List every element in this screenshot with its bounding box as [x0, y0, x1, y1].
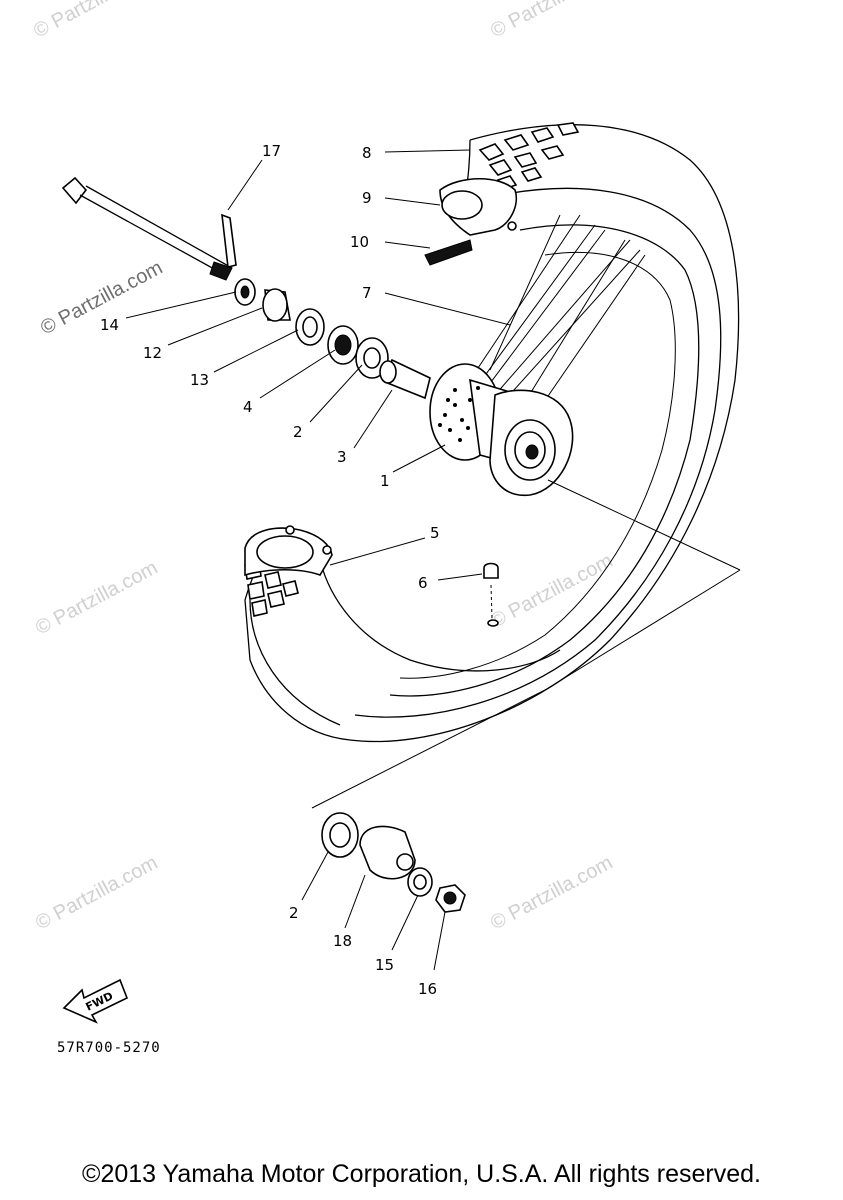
- axle-components: [234, 278, 431, 400]
- alignment-lines: [311, 479, 741, 809]
- callout-2-lower[interactable]: 2: [289, 904, 299, 922]
- watermark: © Partzilla.com: [30, 0, 159, 42]
- lower-components: [321, 812, 466, 913]
- callout-2[interactable]: 2: [293, 423, 303, 441]
- watermark: © Partzilla.com: [487, 0, 616, 42]
- callout-6[interactable]: 6: [418, 574, 428, 592]
- copyright-notice: ©2013 Yamaha Motor Corporation, U.S.A. A…: [82, 1160, 761, 1188]
- callout-18[interactable]: 18: [333, 932, 352, 950]
- leader-lines: [125, 149, 511, 971]
- callout-1[interactable]: 1: [380, 472, 390, 490]
- watermark: © Partzilla.com: [32, 852, 161, 935]
- watermark: © Partzilla.com: [32, 557, 161, 640]
- callout-17[interactable]: 17: [262, 142, 281, 160]
- callout-14[interactable]: 14: [100, 316, 119, 334]
- watermark: © Partzilla.com: [487, 550, 616, 633]
- callout-9[interactable]: 9: [362, 189, 372, 207]
- callout-5[interactable]: 5: [430, 524, 440, 542]
- valve-cap: [483, 562, 499, 627]
- callout-8[interactable]: 8: [362, 144, 372, 162]
- spokes: [469, 214, 646, 416]
- callout-16[interactable]: 16: [418, 980, 437, 998]
- disc-holes: [438, 386, 480, 442]
- callout-13[interactable]: 13: [190, 371, 209, 389]
- fwd-arrow-icon: FWD: [62, 978, 129, 1024]
- rim: [244, 525, 333, 577]
- diagram-code: 57R700-5270: [57, 1040, 161, 1056]
- hub: [429, 363, 574, 497]
- callouts: 17 8 9 10 7 14 12 13 4 2 3 1 5 6 2 18 15…: [100, 142, 440, 998]
- tread-top: [478, 122, 580, 190]
- watermark: © Partzilla.com: [487, 852, 616, 935]
- callout-7[interactable]: 7: [362, 284, 372, 302]
- callout-15[interactable]: 15: [375, 956, 394, 974]
- callout-3[interactable]: 3: [337, 448, 347, 466]
- callout-10[interactable]: 10: [350, 233, 369, 251]
- tube-section: [424, 177, 517, 266]
- callout-4[interactable]: 4: [243, 398, 253, 416]
- callout-12[interactable]: 12: [143, 344, 162, 362]
- axle: [61, 176, 237, 281]
